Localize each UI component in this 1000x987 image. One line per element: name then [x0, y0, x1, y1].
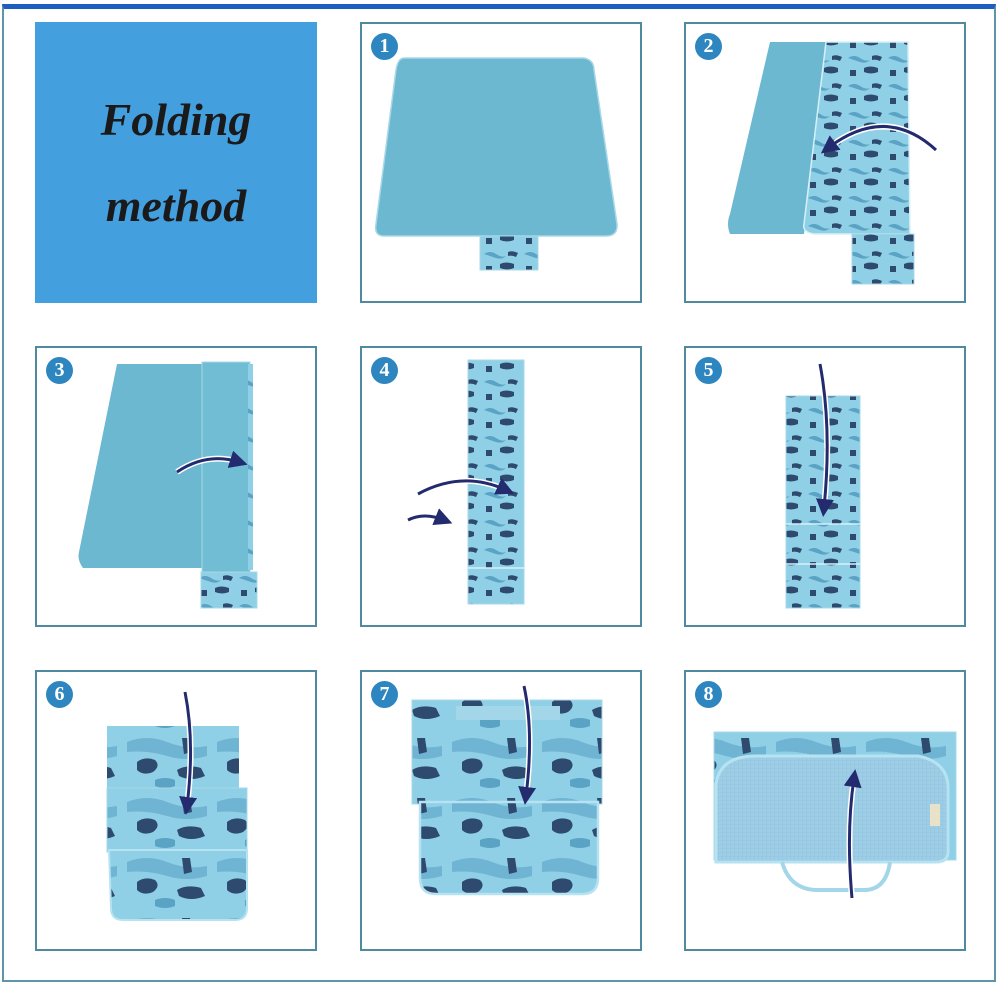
title-line-2: method: [105, 179, 247, 231]
step-panel-3: 3: [35, 346, 317, 627]
step-panel-7: 7: [360, 670, 642, 951]
step-number-badge: 5: [695, 357, 722, 384]
folded-mat-illustration: [713, 731, 957, 899]
step-panel-2: 2: [684, 22, 966, 303]
title-block: Folding method: [35, 22, 317, 303]
folded-mat-illustration: [106, 691, 248, 921]
step-number-badge: 7: [371, 681, 398, 708]
step-panel-5: 5: [684, 346, 966, 627]
carry-handle: [780, 861, 892, 892]
step-panel-4: 4: [360, 346, 642, 627]
step-panel-1: 1: [360, 22, 642, 303]
folded-mat-illustration: [78, 361, 258, 609]
step-panel-8: 8: [684, 670, 966, 951]
step-panel-6: 6: [35, 670, 317, 951]
step-number-badge: 2: [695, 33, 722, 60]
product-label: [930, 804, 940, 826]
step-number-badge: 3: [46, 357, 73, 384]
folded-mat-illustration: [406, 359, 525, 605]
step-number-badge: 1: [371, 33, 398, 60]
folded-mat-illustration: [411, 685, 603, 896]
title-line-1: Folding: [100, 93, 252, 145]
step-number-badge: 8: [695, 681, 722, 708]
folded-mat-illustration: [728, 41, 939, 285]
folded-mat-illustration: [785, 363, 861, 609]
folded-mat-illustration: [374, 57, 618, 271]
step-number-badge: 6: [46, 681, 73, 708]
step-number-badge: 4: [371, 357, 398, 384]
